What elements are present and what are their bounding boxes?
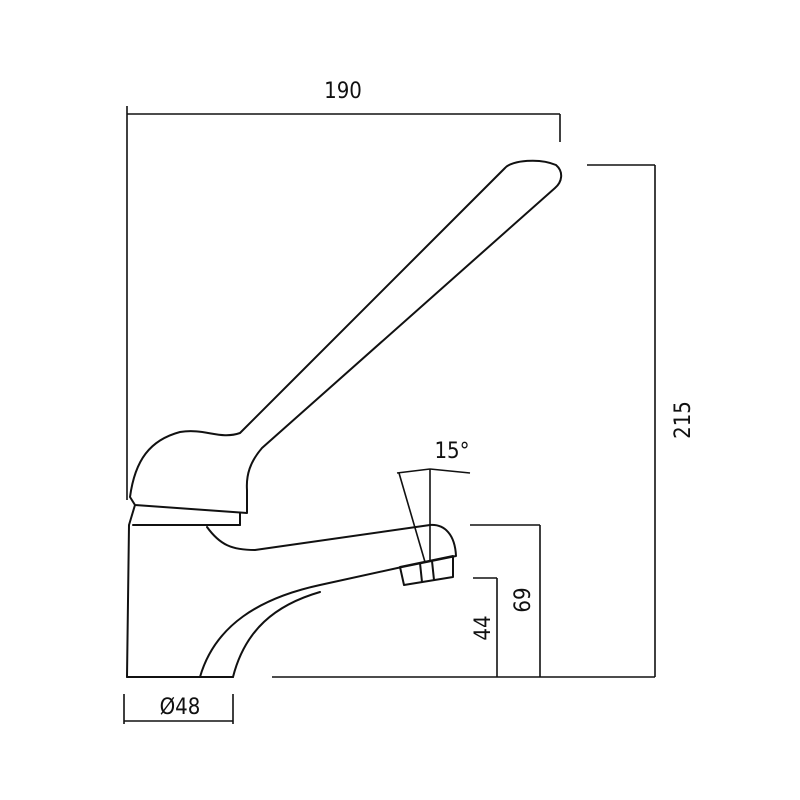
spout	[199, 523, 457, 678]
lever-handle	[129, 159, 563, 514]
height-dimension: 215	[587, 164, 696, 677]
outlet-height-label: 44	[471, 615, 496, 640]
spout-height-label: 69	[511, 587, 536, 612]
spout-height-dimension: 69	[470, 524, 541, 677]
angle-label: 15°	[434, 439, 469, 464]
faucet-body	[126, 504, 136, 678]
aerator	[399, 555, 454, 586]
base-diameter-label: Ø48	[160, 695, 201, 720]
outlet-height-dimension: 44	[471, 577, 498, 677]
width-label: 190	[324, 79, 362, 104]
angle-indicator: 15°	[396, 439, 471, 563]
base-diameter-dimension: Ø48	[123, 694, 234, 724]
width-dimension: 190	[126, 79, 561, 500]
height-label: 215	[671, 401, 696, 439]
